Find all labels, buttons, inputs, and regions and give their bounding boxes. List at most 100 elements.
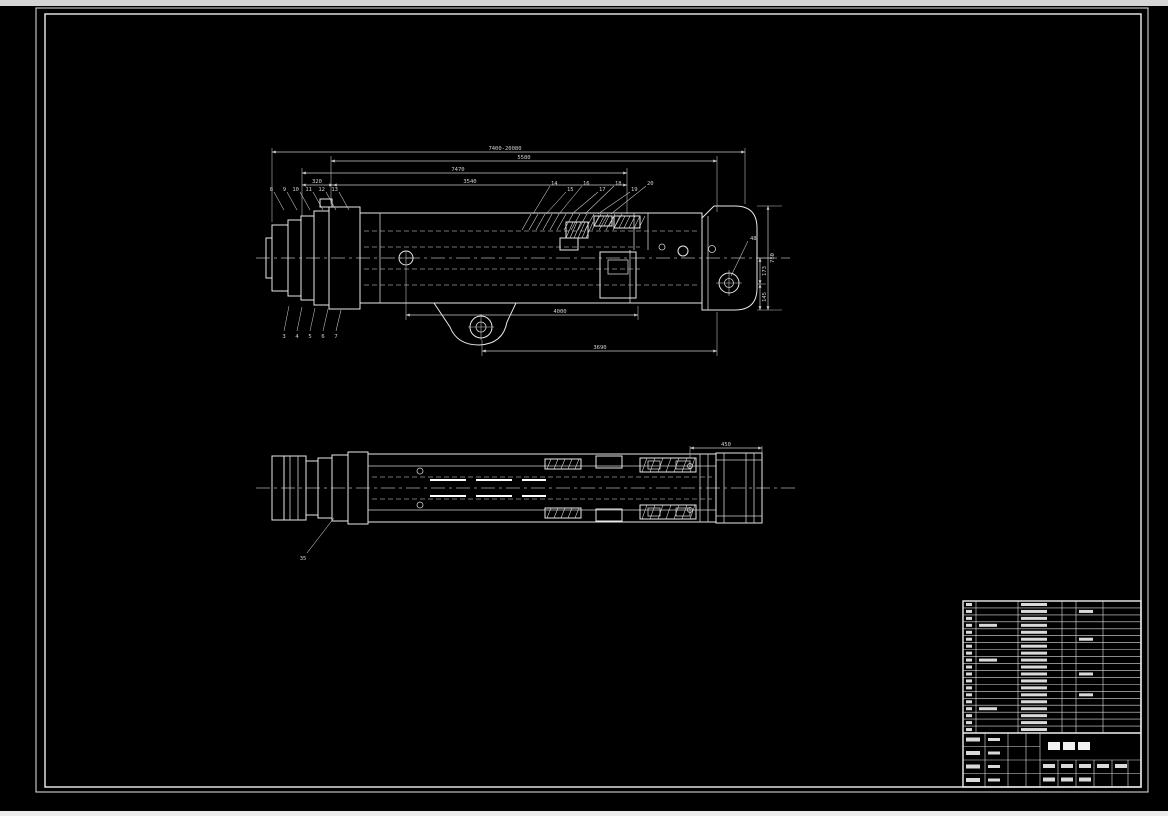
balloon-leader xyxy=(338,191,350,211)
titleblock-label-mark xyxy=(966,751,980,755)
titleblock-value-mark xyxy=(988,751,1000,755)
balloon-leader xyxy=(296,306,303,332)
titleblock-value-mark xyxy=(988,765,1000,768)
dimension-lines-top-view: 7400-20080 5580 7470 3540 320 780 173 14… xyxy=(271,146,782,356)
bom-index-mark xyxy=(966,609,972,613)
bom-index-mark xyxy=(966,672,972,676)
titleblock-label-mark xyxy=(966,764,980,769)
bom-text-mark xyxy=(1021,603,1047,606)
bom-text-mark xyxy=(1021,721,1047,725)
titleblock-label-mark xyxy=(966,778,980,782)
balloon-leader xyxy=(558,185,583,215)
bom-index-mark xyxy=(966,623,972,627)
bom-text-mark xyxy=(1021,700,1047,704)
balloon-number: 11 xyxy=(305,187,312,193)
dim-total-length: 7400-20080 xyxy=(488,146,521,152)
titleblock-value-mark xyxy=(988,738,1000,741)
dim-bv-right: 450 xyxy=(721,442,731,448)
top-strip xyxy=(0,0,1168,6)
cylinder-right-end xyxy=(715,452,763,524)
bottom-strip xyxy=(0,811,1168,816)
bom-text-mark xyxy=(1021,693,1047,697)
balloon-leader xyxy=(584,185,615,215)
bottom-view: 450 35 xyxy=(256,442,795,562)
bom-index-mark xyxy=(966,658,972,662)
balloon-number: 6 xyxy=(321,334,324,340)
balloon-number: 20 xyxy=(647,181,654,187)
title-block-grid xyxy=(963,733,1141,787)
titleblock-cell-mark xyxy=(1043,764,1055,768)
bom-index-mark xyxy=(966,679,972,683)
balloon-number: 3 xyxy=(282,334,285,340)
bom-text-mark xyxy=(1079,672,1093,676)
bom-text-mark xyxy=(1021,665,1047,669)
balloon-leader xyxy=(312,191,324,211)
bom-cell-text-marks xyxy=(966,603,1093,732)
balloon-leader xyxy=(325,191,337,211)
balloon-leader xyxy=(597,191,631,215)
bom-index-mark xyxy=(966,637,972,641)
dim-len2: 7470 xyxy=(451,167,464,173)
bom-index-mark xyxy=(966,728,972,732)
balloon-number: 18 xyxy=(615,181,622,187)
dim-len3: 3540 xyxy=(463,179,476,185)
dim-bv-left: 35 xyxy=(300,556,307,562)
title-block xyxy=(962,600,1142,788)
bom-text-mark xyxy=(1021,637,1047,641)
bom-index-mark xyxy=(966,700,972,704)
bom-text-mark xyxy=(979,623,997,627)
outer-border xyxy=(35,7,1149,793)
titleblock-cell-mark xyxy=(1043,777,1055,782)
balloon-number: 12 xyxy=(318,187,325,193)
dim-height: 780 xyxy=(770,253,776,263)
bom-index-mark xyxy=(966,686,972,690)
dimension-lines-bottom-view: 450 35 xyxy=(300,442,763,562)
signature-cell-marks xyxy=(966,737,1127,782)
balloon-number: 8 xyxy=(270,187,273,193)
titleblock-cell-mark xyxy=(1061,777,1073,782)
balloon-number: 7 xyxy=(334,334,337,340)
bom-text-mark xyxy=(1079,609,1093,613)
bom-text-mark xyxy=(1021,623,1047,627)
dim-len4: 320 xyxy=(312,179,322,185)
balloon-leader xyxy=(322,308,329,332)
balloon-number: 4 xyxy=(295,334,299,340)
dim-len1: 5580 xyxy=(517,155,530,161)
balloon-leader xyxy=(283,305,290,332)
bom-index-mark xyxy=(966,714,972,718)
titleblock-cell-mark xyxy=(1097,764,1109,768)
balloon-leader xyxy=(299,191,311,211)
bom-text-mark xyxy=(1021,616,1047,620)
balloon-leader xyxy=(610,185,647,215)
top-view: 7400-20080 5580 7470 3540 320 780 173 14… xyxy=(256,146,790,356)
balloon-leader xyxy=(286,191,298,211)
dim-bottom2: 3690 xyxy=(593,345,606,351)
telescopic-sections xyxy=(265,198,361,310)
bom-text-mark xyxy=(1021,686,1047,690)
bottom-view-hatching xyxy=(546,457,696,520)
titleblock-cell-mark xyxy=(1115,764,1127,768)
dim-h1: 173 xyxy=(762,266,768,276)
bom-index-mark xyxy=(966,693,972,697)
bom-index-mark xyxy=(966,665,972,669)
balloon-leader xyxy=(532,185,551,215)
bom-text-mark xyxy=(1021,630,1047,634)
bom-row-lines xyxy=(963,607,1141,727)
mounting-bracket xyxy=(433,302,517,346)
bom-text-mark xyxy=(1021,658,1047,662)
balloon-number: 9 xyxy=(283,187,286,193)
balloon-number: 19 xyxy=(631,187,638,193)
bom-text-mark xyxy=(1079,693,1093,697)
titleblock-label-mark xyxy=(966,737,980,742)
sheet-frame xyxy=(35,7,1149,793)
bom-index-mark xyxy=(966,721,972,725)
bom-index-mark xyxy=(966,630,972,634)
bom-index-mark xyxy=(966,707,972,711)
bom-text-mark xyxy=(1021,644,1047,648)
bom-text-mark xyxy=(1021,728,1047,732)
bom-index-mark xyxy=(966,651,972,655)
